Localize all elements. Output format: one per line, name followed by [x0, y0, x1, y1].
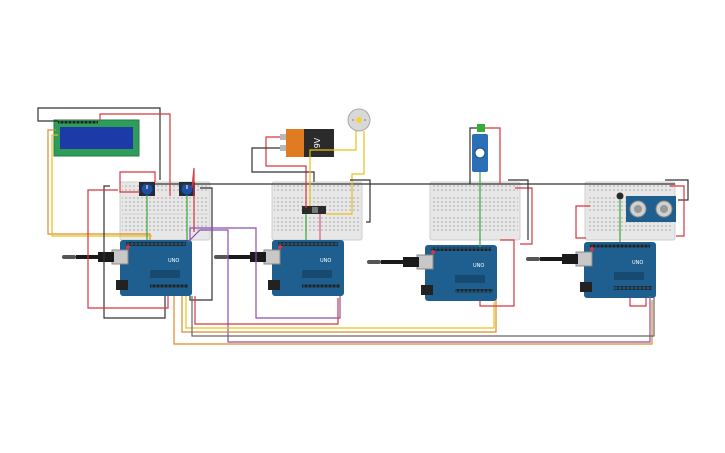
wire-b2-black[interactable] [350, 179, 371, 223]
usb-cable-3 [367, 257, 419, 267]
wire-b4-red2[interactable] [575, 205, 590, 239]
usb-cable-4 [526, 254, 578, 264]
slide-switch[interactable] [302, 206, 326, 214]
wire-b4-black[interactable] [665, 179, 689, 201]
ultrasonic-sensor[interactable] [626, 196, 676, 222]
wire-a1-black2[interactable] [189, 187, 213, 301]
arduino-4-label: UNO [632, 260, 643, 266]
wire-a1-red-loop[interactable] [87, 189, 169, 309]
arduino-2-label: UNO [320, 258, 331, 264]
wire-servo-red[interactable] [485, 127, 501, 184]
wire-b4-red[interactable] [670, 185, 685, 237]
wire-motor-yellow2[interactable] [326, 131, 365, 215]
wire-orange-long[interactable] [173, 296, 653, 345]
wire-motor-yellow[interactable] [309, 131, 357, 206]
arduino-2[interactable]: UNO [263, 240, 344, 296]
wire-b4-red3[interactable] [629, 298, 647, 307]
wire-battery-red[interactable] [265, 136, 307, 208]
potentiometer-1[interactable] [139, 182, 155, 196]
battery-9v[interactable]: 9V [280, 129, 334, 157]
arduino-4[interactable]: UNO [575, 242, 656, 298]
arduino-1[interactable]: UNO [111, 240, 192, 296]
arduino-3[interactable]: UNO [416, 245, 497, 301]
wire-purple-2[interactable] [187, 229, 651, 343]
wires [37, 107, 689, 345]
wire-servo-black[interactable] [469, 127, 477, 184]
arduino-3-label: UNO [473, 263, 484, 269]
photoresistor[interactable] [616, 192, 624, 200]
wire-gray-long[interactable] [191, 296, 655, 337]
wire-lcd-black[interactable] [37, 107, 161, 180]
usb-cable-1 [62, 252, 114, 262]
wire-a1-red[interactable] [119, 171, 156, 193]
breadboard-1[interactable] [119, 181, 211, 241]
servo-motor[interactable] [472, 124, 488, 172]
usb-cable-2 [214, 252, 266, 262]
wire-purple-1[interactable] [189, 227, 341, 319]
wire-b3-black[interactable] [508, 179, 529, 240]
lcd-display[interactable] [53, 119, 140, 157]
wire-orange-2[interactable] [181, 296, 497, 333]
potentiometer-2[interactable] [179, 182, 195, 196]
wire-lcd-red[interactable] [99, 113, 171, 196]
wire-b3-red[interactable] [515, 187, 533, 245]
wire-lcd-yellow[interactable] [51, 134, 152, 237]
wire-a1-red2[interactable] [191, 167, 195, 232]
wire-a1-black[interactable] [103, 185, 166, 319]
dc-motor[interactable] [347, 108, 371, 132]
battery-label: 9V [313, 137, 322, 148]
wire-yellow-2[interactable] [185, 296, 495, 329]
wire-red-long[interactable] [194, 296, 339, 325]
breadboard-3[interactable] [429, 181, 521, 241]
wire-battery-black[interactable] [251, 147, 315, 182]
arduino-1-label: UNO [168, 258, 179, 264]
wire-b3-red2[interactable] [479, 239, 515, 307]
